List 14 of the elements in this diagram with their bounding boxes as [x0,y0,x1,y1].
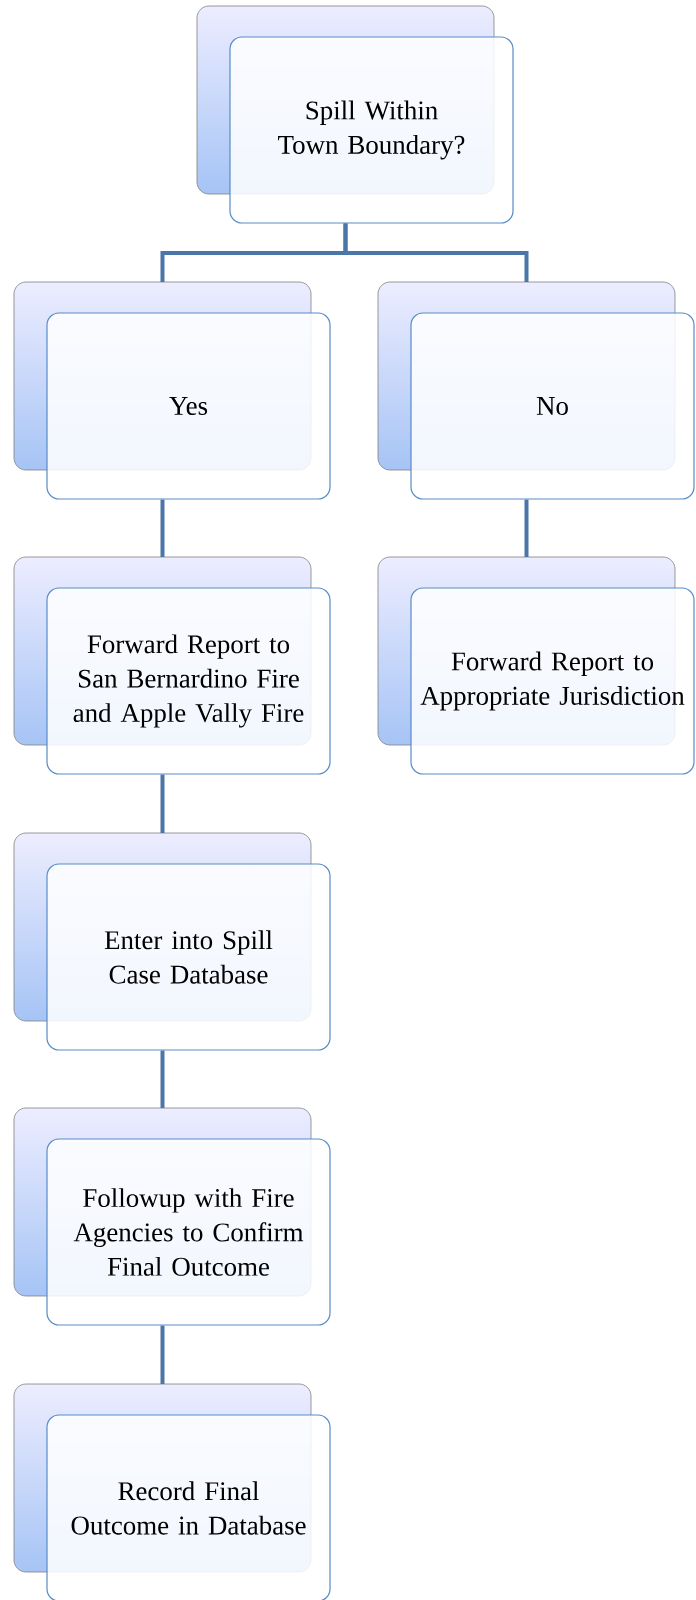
process-box: Record Final Outcome in Database [13,1383,331,1600]
process-box: Forward Report to Appropriate Jurisdiction [377,556,695,775]
connector-line [160,1050,165,1108]
process-box: No [377,281,695,500]
process-box: Forward Report to San Bernardino Fire and Apple Vally Fire [13,556,331,775]
process-box: Followup with Fire Agencies to Confirm Final Outcome [13,1107,331,1326]
process-box: Spill Within Town Boundary? [196,5,514,224]
process-box: Enter into Spill Case Database [13,832,331,1051]
connector-line [160,774,165,833]
process-box: Yes [13,281,331,500]
connector-line [160,499,165,557]
connector-line [160,1325,165,1384]
connector-line [343,223,529,282]
connector-line [524,499,529,557]
